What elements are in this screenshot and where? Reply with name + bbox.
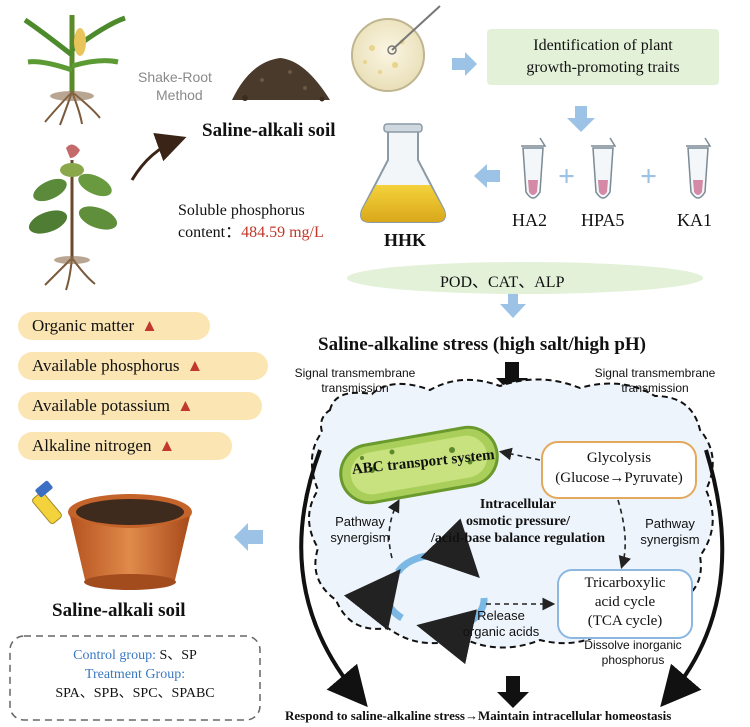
tube-hpa5-icon xyxy=(591,137,617,199)
up-arrow-icon: ▲ xyxy=(141,316,158,335)
tca-box xyxy=(557,569,693,639)
enzymes-ellipse xyxy=(347,262,703,294)
method-label: Shake-Root Method xyxy=(138,69,212,103)
effect-alkaline-nitrogen: Alkaline nitrogen▲ xyxy=(18,432,232,460)
top-soil-label: Saline-alkali soil xyxy=(202,120,336,141)
pathway-left: Pathway synergism xyxy=(330,514,390,545)
enzymes-label: POD、CAT、ALP xyxy=(440,274,565,291)
flow-arrow-right-1 xyxy=(452,52,477,76)
center-regulation-text: Intracellular osmotic pressure/ /acid-ba… xyxy=(431,497,605,546)
stress-title: Saline-alkaline stress (high salt/high p… xyxy=(318,334,646,355)
vial-icon xyxy=(32,480,62,525)
response-arrow-left xyxy=(299,449,368,708)
strain-hpa5-label: HPA5 xyxy=(581,210,625,230)
tube-ka1-icon xyxy=(686,137,712,199)
petri-dish-icon xyxy=(351,5,441,92)
tca-text: Tricarboxylic acid cycle (TCA cycle) xyxy=(584,575,666,629)
flask-icon xyxy=(360,123,446,223)
flow-arrow-down-1 xyxy=(567,106,595,132)
effect-available-phosphorus: Available phosphorus▲ xyxy=(18,352,268,380)
group-text: Control group: S、SP Treatment Group: SPA… xyxy=(55,648,215,701)
flow-arrow-left-2 xyxy=(234,523,263,551)
dissolve-text: Dissolve inorganic phosphorus xyxy=(584,638,682,667)
up-arrow-icon: ▲ xyxy=(177,396,194,415)
effect-available-potassium: Available potassium▲ xyxy=(18,392,262,420)
flow-arrow-left-1 xyxy=(474,164,500,188)
signal-left: Signal transmembrane transmission xyxy=(294,366,416,395)
phosphorus-content: Soluble phosphorus content：484.59 mg/L xyxy=(178,202,324,241)
arrow-glycolysis-to-tca xyxy=(617,499,631,570)
response-arrow-center xyxy=(497,676,529,708)
sampling-arrow xyxy=(130,132,187,181)
arrow-cycle-to-abc xyxy=(387,499,400,559)
cycle-arrows-icon xyxy=(343,518,488,665)
strain-ka1-label: KA1 xyxy=(677,210,712,230)
tube-ha2-icon xyxy=(521,137,547,199)
up-arrow-icon: ▲ xyxy=(186,356,204,375)
maize-plant-icon xyxy=(23,15,126,126)
effect-organic-matter: Organic matter▲ xyxy=(18,312,210,340)
up-arrow-icon: ▲ xyxy=(158,436,176,455)
group-box xyxy=(9,635,261,721)
bacterium-icon xyxy=(339,425,499,505)
plus-sign-1: + xyxy=(558,160,576,193)
signal-right: Signal transmembrane transmission xyxy=(594,366,716,395)
response-label: Respond to saline-alkaline stress→Mainta… xyxy=(285,708,672,723)
plus-sign-2: + xyxy=(640,160,658,193)
flow-arrow-down-2 xyxy=(500,290,526,318)
glycolysis-box xyxy=(541,441,697,499)
flower-pot-icon xyxy=(68,494,192,590)
pot-soil-label: Saline-alkali soil xyxy=(52,600,186,621)
response-arrow-right xyxy=(660,449,725,708)
amaranth-plant-icon xyxy=(28,144,118,291)
strain-ha2-label: HA2 xyxy=(512,210,547,230)
soil-mound-icon xyxy=(232,58,330,102)
phosphorus-value: 484.59 mg/L xyxy=(241,224,324,241)
release-text: Release organic acids xyxy=(462,608,540,639)
identification-box: Identification of plant growth-promoting… xyxy=(487,29,719,85)
consortium-label: HHK xyxy=(384,230,427,250)
arrow-glycolysis-to-abc xyxy=(498,447,541,461)
pathway-right: Pathway synergism xyxy=(640,516,700,547)
glycolysis-text: Glycolysis (Glucose→Pyruvate) xyxy=(555,450,683,486)
